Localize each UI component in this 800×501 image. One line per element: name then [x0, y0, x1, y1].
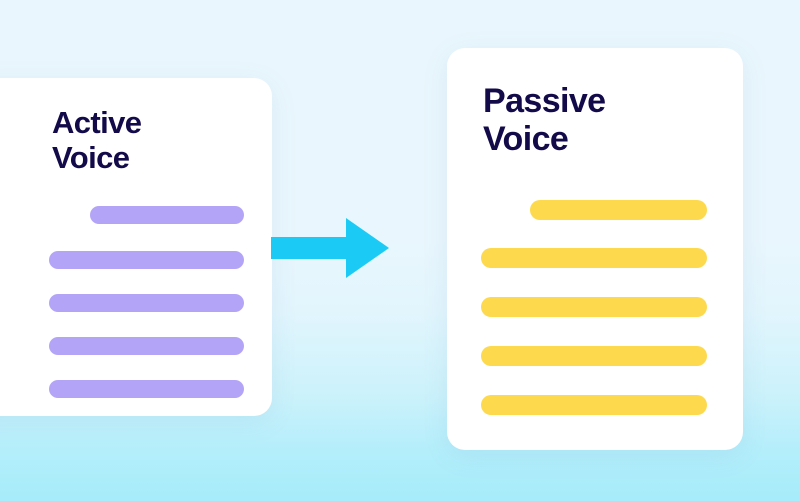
text-line-bar: [90, 206, 244, 224]
card-passive-voice: Passive Voice: [447, 48, 743, 450]
text-line-bar: [481, 297, 707, 317]
card-active-voice: Active Voice: [0, 78, 272, 416]
text-line-bar: [49, 251, 244, 269]
card-passive-voice-title: Passive Voice: [483, 82, 606, 159]
transform-arrow: [271, 216, 391, 280]
text-line-bar: [481, 395, 707, 415]
text-line-bar: [49, 294, 244, 312]
text-line-bar: [481, 346, 707, 366]
text-line-bar: [49, 337, 244, 355]
right-arrow-icon: [271, 218, 389, 278]
text-line-bar: [481, 248, 707, 268]
text-line-bar: [530, 200, 707, 220]
card-active-voice-title: Active Voice: [52, 105, 142, 175]
text-line-bar: [49, 380, 244, 398]
